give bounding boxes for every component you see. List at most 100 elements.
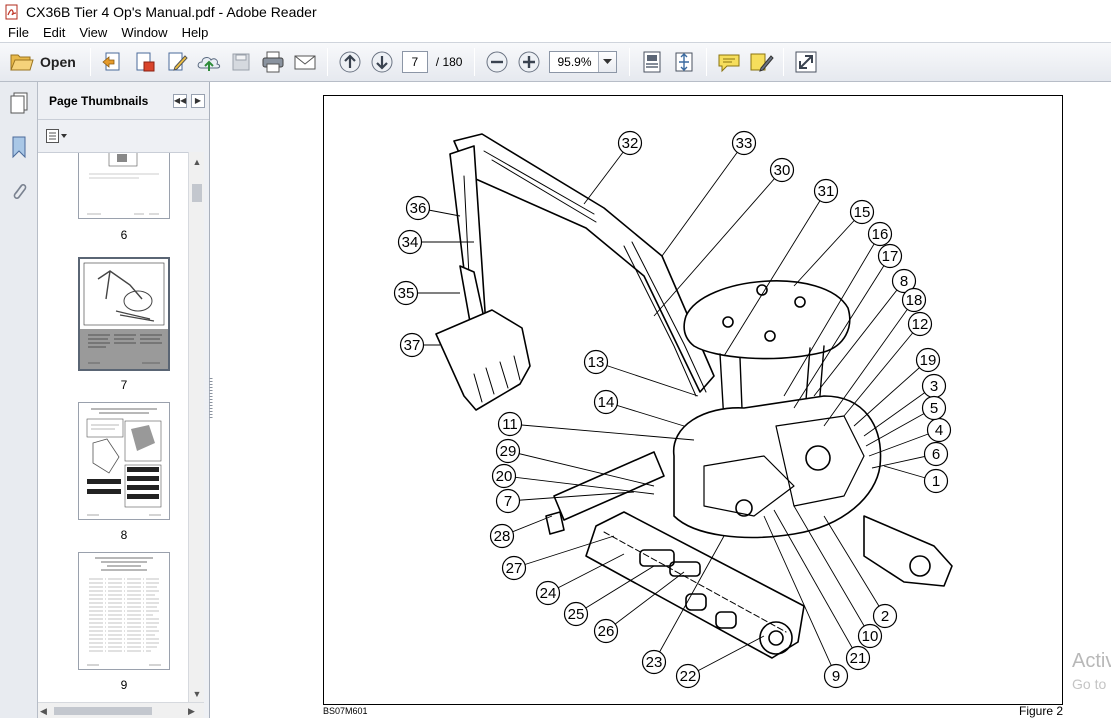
open-button[interactable]: Open bbox=[2, 47, 82, 77]
menu-window[interactable]: Window bbox=[121, 25, 168, 40]
callout-leader bbox=[507, 450, 655, 487]
thumbnails-vertical-scrollbar[interactable]: ▲ ▼ bbox=[188, 152, 204, 702]
callout-leader bbox=[595, 361, 699, 397]
callout-leader bbox=[513, 535, 615, 569]
callout-leader bbox=[653, 535, 725, 663]
callout-34: 34 bbox=[397, 229, 423, 255]
save-button[interactable] bbox=[227, 47, 255, 77]
thumbnail-page[interactable] bbox=[78, 153, 170, 219]
sign-button[interactable] bbox=[747, 47, 775, 77]
create-pdf-button[interactable] bbox=[99, 47, 127, 77]
callout-leader bbox=[723, 190, 827, 357]
menu-view[interactable]: View bbox=[79, 25, 108, 40]
thumbnail-page-number: 8 bbox=[120, 528, 128, 542]
thumbnail-page[interactable] bbox=[78, 402, 170, 520]
zoom-in-button[interactable] bbox=[515, 47, 543, 77]
options-menu-icon[interactable] bbox=[46, 129, 68, 143]
callout-24: 24 bbox=[535, 580, 561, 606]
callout-number: 4 bbox=[935, 422, 943, 439]
edit-pdf-button[interactable] bbox=[163, 47, 191, 77]
zoom-select[interactable]: 95.9% bbox=[549, 51, 618, 73]
page-preview bbox=[87, 153, 159, 215]
callout-4: 4 bbox=[926, 417, 952, 443]
thumbnail-page-number: 7 bbox=[120, 378, 128, 392]
scroll-right-icon[interactable]: ▶ bbox=[188, 706, 195, 716]
callout-number: 28 bbox=[494, 528, 511, 545]
callout-30: 30 bbox=[769, 157, 795, 183]
panel-splitter[interactable] bbox=[206, 82, 216, 718]
scroll-left-icon[interactable]: ◀ bbox=[40, 706, 47, 716]
callout-number: 12 bbox=[912, 316, 929, 333]
callout-leader bbox=[813, 280, 905, 397]
callout-leader bbox=[823, 299, 915, 427]
thumbnails-horizontal-scrollbar[interactable]: ◀ ▶ bbox=[38, 702, 204, 718]
comment-button[interactable] bbox=[715, 47, 743, 77]
scroll-down-icon[interactable]: ▼ bbox=[192, 689, 202, 699]
menu-help[interactable]: Help bbox=[181, 25, 209, 40]
callout-number: 6 bbox=[932, 446, 940, 463]
upload-cloud-button[interactable] bbox=[195, 47, 223, 77]
page-preview bbox=[80, 262, 168, 369]
scrollbar-thumb[interactable] bbox=[54, 707, 152, 715]
full-screen-button[interactable] bbox=[792, 47, 820, 77]
sign-pen-icon bbox=[750, 53, 775, 72]
callout-leader bbox=[793, 255, 891, 409]
callout-21: 21 bbox=[845, 645, 871, 671]
toolbar: Open bbox=[0, 42, 1111, 82]
callout-number: 20 bbox=[496, 468, 513, 485]
page-number-input[interactable]: 7 bbox=[401, 51, 428, 73]
scroll-up-icon[interactable]: ▲ bbox=[192, 157, 202, 167]
email-button[interactable] bbox=[291, 47, 319, 77]
arrow-up-circle-icon bbox=[339, 51, 361, 73]
previous-page-button[interactable] bbox=[336, 47, 364, 77]
callout-2: 2 bbox=[872, 603, 898, 629]
fit-width-button[interactable] bbox=[670, 47, 698, 77]
callout-37: 37 bbox=[399, 332, 425, 358]
callout-leader bbox=[793, 505, 871, 637]
thumbnail-page-selected[interactable] bbox=[78, 257, 170, 371]
menu-file[interactable]: File bbox=[8, 25, 29, 40]
next-page-button[interactable] bbox=[368, 47, 396, 77]
export-pdf-button[interactable] bbox=[131, 47, 159, 77]
menu-edit[interactable]: Edit bbox=[42, 25, 66, 40]
callout-number: 31 bbox=[818, 183, 835, 200]
callout-number: 29 bbox=[500, 443, 517, 460]
bookmarks-button[interactable] bbox=[4, 132, 34, 162]
fit-page-button[interactable] bbox=[638, 47, 666, 77]
thumbnails-list[interactable]: 6 7 bbox=[38, 152, 188, 718]
callout-number: 35 bbox=[398, 285, 415, 302]
callout-11: 11 bbox=[497, 411, 523, 437]
pages-icon bbox=[10, 92, 28, 114]
callout-leader bbox=[823, 515, 886, 617]
chevron-down-icon[interactable] bbox=[598, 52, 617, 72]
callout-1: 1 bbox=[923, 468, 949, 494]
expand-panel-button[interactable]: ▶ bbox=[191, 93, 205, 108]
callout-number: 11 bbox=[502, 416, 518, 433]
callout-35: 35 bbox=[393, 280, 419, 306]
callout-25: 25 bbox=[563, 601, 589, 627]
toolbar-separator bbox=[89, 48, 91, 76]
toolbar-separator bbox=[706, 48, 708, 76]
callout-29: 29 bbox=[495, 438, 521, 464]
callout-leader bbox=[868, 429, 940, 457]
thumbnail-page[interactable] bbox=[78, 552, 170, 670]
zoom-out-button[interactable] bbox=[483, 47, 511, 77]
print-button[interactable] bbox=[259, 47, 287, 77]
bookmark-icon bbox=[12, 136, 26, 159]
callout-9: 9 bbox=[823, 663, 849, 689]
zoom-value[interactable]: 95.9% bbox=[557, 55, 592, 69]
fit-width-icon bbox=[675, 52, 693, 72]
scrollbar-thumb[interactable] bbox=[192, 184, 202, 202]
callout-33: 33 bbox=[731, 130, 757, 156]
callout-number: 34 bbox=[402, 234, 419, 251]
callout-number: 26 bbox=[598, 623, 615, 640]
attachments-button[interactable] bbox=[4, 176, 34, 206]
save-disk-icon bbox=[232, 53, 250, 71]
collapse-panel-button[interactable]: ◀◀ bbox=[173, 93, 187, 108]
page-thumbnails-button[interactable] bbox=[4, 88, 34, 118]
callout-leader bbox=[773, 509, 859, 659]
callout-leader bbox=[605, 401, 685, 427]
callout-leader bbox=[503, 475, 655, 495]
